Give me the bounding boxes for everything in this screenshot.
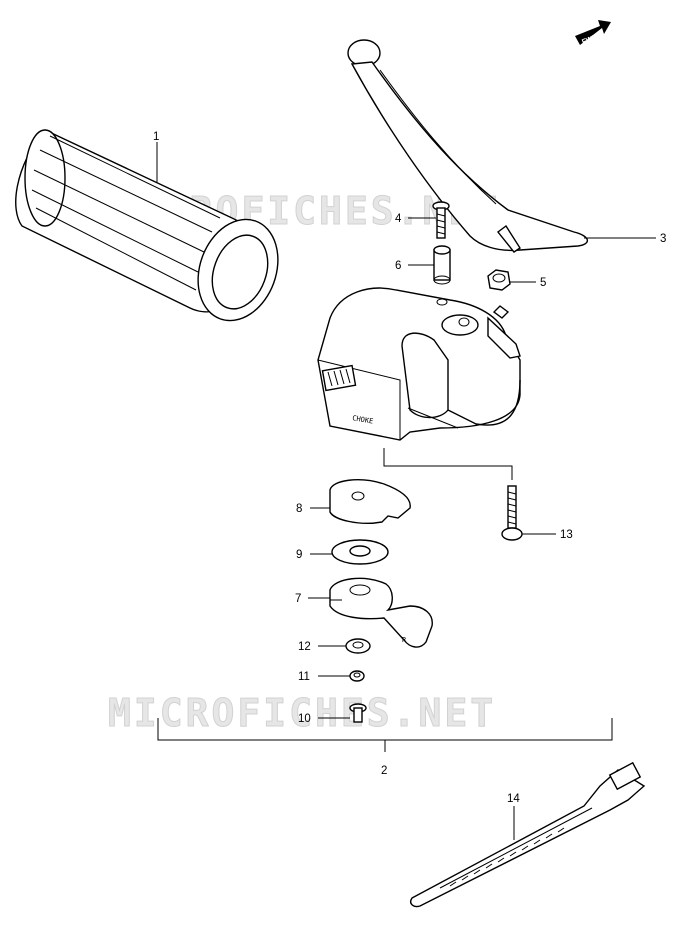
callout-6: 6 xyxy=(395,260,401,272)
part-lever-plate-7: R xyxy=(329,577,433,648)
callout-10: 10 xyxy=(298,713,311,725)
callout-4: 4 xyxy=(395,213,402,225)
callout-1: 1 xyxy=(153,131,159,143)
part-grip xyxy=(15,129,279,322)
bracket-housing-13 xyxy=(383,448,513,480)
part-switch-housing: CHOKE xyxy=(317,287,521,441)
callout-11: 11 xyxy=(298,671,310,683)
part-lockwasher-11 xyxy=(349,670,365,682)
callout-2: 2 xyxy=(381,765,387,777)
part-cable-tie-14 xyxy=(410,761,646,908)
callout-12: 12 xyxy=(298,641,311,653)
choke-mark: CHOKE xyxy=(352,414,374,426)
fwd-arrow-icon: FWD xyxy=(575,20,611,46)
part-nut-5 xyxy=(487,269,511,291)
part-washer-9 xyxy=(331,539,389,565)
callout-3: 3 xyxy=(660,233,666,245)
callout-14: 14 xyxy=(507,793,520,805)
part-cam-8 xyxy=(329,479,411,524)
part-choke-lever xyxy=(347,39,588,253)
callout-5: 5 xyxy=(540,277,546,289)
bracket-assembly-2 xyxy=(157,718,613,752)
callout-7: 7 xyxy=(295,593,301,605)
part-collar-6 xyxy=(433,245,451,285)
callout-13: 13 xyxy=(560,529,573,541)
part-washer-12 xyxy=(345,638,371,654)
part-screw-13 xyxy=(501,485,523,541)
part-screw-4 xyxy=(432,201,450,239)
watermark-bottom: MICROFICHES.NET xyxy=(108,691,496,735)
part-screw-10 xyxy=(349,703,367,723)
lever-r-mark: R xyxy=(402,636,407,644)
callout-9: 9 xyxy=(296,549,302,561)
callout-8: 8 xyxy=(296,503,302,515)
